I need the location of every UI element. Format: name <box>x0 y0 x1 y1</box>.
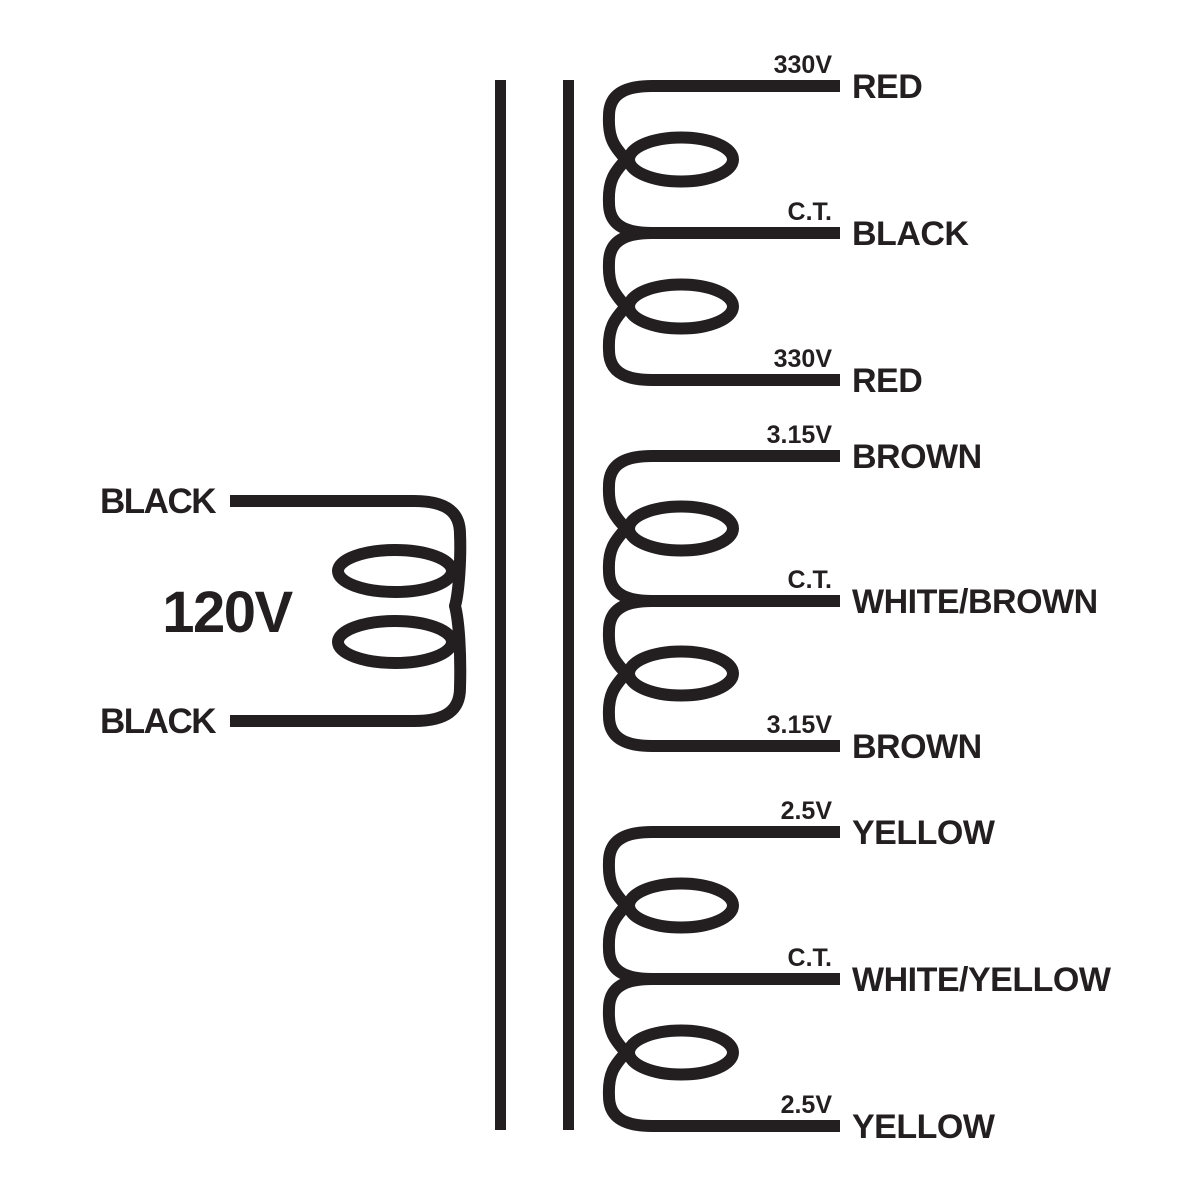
fil2v5-tap-ct-label: C.T. <box>788 944 832 972</box>
hv-wire-top-label: RED <box>852 68 922 106</box>
primary-coil-loop-2 <box>332 615 458 669</box>
fil3v15-tap-bottom-label: 3.15V <box>767 711 833 739</box>
diagram-labels: BLACK 120V BLACK 330V RED C.T. BLACK 330… <box>100 51 1112 1146</box>
secondary-2v5-coil-loop-1 <box>623 877 739 934</box>
windings-artwork <box>230 80 840 1132</box>
fil2v5-tap-top-label: 2.5V <box>781 797 833 825</box>
secondary-winding-3v15 <box>602 450 840 752</box>
secondary-2v5-coil-loop-2 <box>623 1024 739 1081</box>
primary-lead-bottom-label: BLACK <box>100 702 216 741</box>
primary-winding <box>230 495 467 727</box>
hv-tap-bottom-label: 330V <box>774 345 833 373</box>
fil2v5-wire-ct-label: WHITE/YELLOW <box>852 961 1112 999</box>
hv-tap-ct-label: C.T. <box>788 198 832 226</box>
secondary-3v15-coil-loop-1 <box>623 500 739 557</box>
fil3v15-wire-bottom-label: BROWN <box>852 728 982 766</box>
secondary-hv-coil-loop-2 <box>623 278 739 335</box>
primary-lead-top-label: BLACK <box>100 482 216 521</box>
primary-voltage-label: 120V <box>162 580 293 645</box>
secondary-hv-coil-path <box>602 80 840 386</box>
fil2v5-tap-bottom-label: 2.5V <box>781 1091 833 1119</box>
secondary-winding-2v5 <box>602 826 840 1132</box>
secondary-hv-coil-loop-1 <box>623 131 739 188</box>
fil3v15-wire-ct-label: WHITE/BROWN <box>852 583 1098 621</box>
fil3v15-tap-top-label: 3.15V <box>767 421 833 449</box>
hv-wire-ct-label: BLACK <box>852 215 969 253</box>
fil3v15-wire-top-label: BROWN <box>852 438 982 476</box>
secondary-2v5-coil-path <box>602 826 840 1132</box>
fil3v15-tap-ct-label: C.T. <box>788 566 832 594</box>
hv-tap-top-label: 330V <box>774 51 833 79</box>
hv-wire-bottom-label: RED <box>852 362 922 400</box>
secondary-3v15-coil-path <box>602 450 840 752</box>
primary-coil-path <box>230 495 467 727</box>
secondary-3v15-coil-loop-2 <box>623 645 739 702</box>
fil2v5-wire-top-label: YELLOW <box>852 814 996 852</box>
secondary-winding-hv <box>602 80 840 386</box>
fil2v5-wire-bottom-label: YELLOW <box>852 1108 996 1146</box>
primary-coil-loop-1 <box>332 544 458 598</box>
